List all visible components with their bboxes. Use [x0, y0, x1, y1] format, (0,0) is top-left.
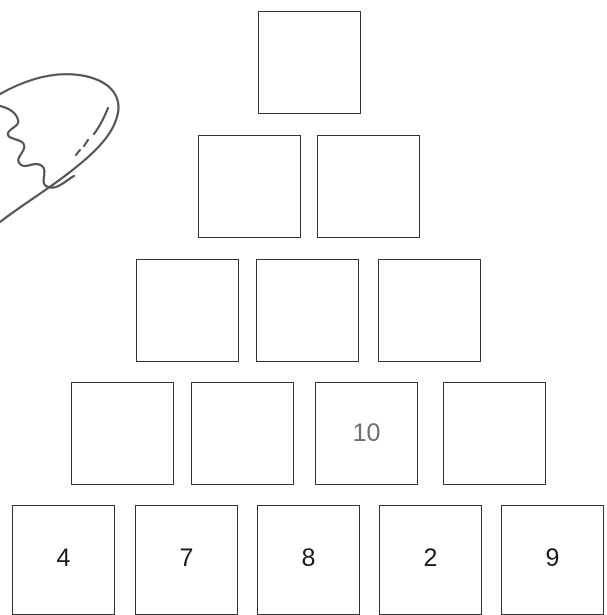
cell-value: 2: [424, 546, 438, 571]
cell-value: 8: [302, 546, 316, 571]
pyramid-cell-r4-c2: 8: [257, 505, 360, 615]
pyramid-cell-r1-c1[interactable]: [317, 135, 420, 238]
cell-value: 7: [180, 546, 194, 571]
pyramid-cell-r4-c1: 7: [135, 505, 238, 615]
pyramid-cell-r3-c1[interactable]: [191, 382, 294, 485]
pyramid-cell-r2-c1[interactable]: [256, 259, 359, 362]
pyramid-cell-r3-c2: 10: [315, 382, 418, 485]
pyramid-cell-r3-c3[interactable]: [443, 382, 546, 485]
pyramid-cell-r4-c0: 4: [12, 505, 115, 615]
pyramid-cell-r0-c0[interactable]: [258, 11, 361, 114]
cell-value: 4: [57, 546, 71, 571]
cell-value: 9: [546, 546, 560, 571]
pyramid-cell-r3-c0[interactable]: [71, 382, 174, 485]
cell-value: 10: [353, 421, 381, 446]
pyramid-cell-r1-c0[interactable]: [198, 135, 301, 238]
pyramid-cell-r4-c3: 2: [379, 505, 482, 615]
pyramid-cell-r2-c0[interactable]: [136, 259, 239, 362]
pyramid-cell-r2-c2[interactable]: [378, 259, 481, 362]
pyramid-cell-r4-c4: 9: [501, 505, 604, 615]
